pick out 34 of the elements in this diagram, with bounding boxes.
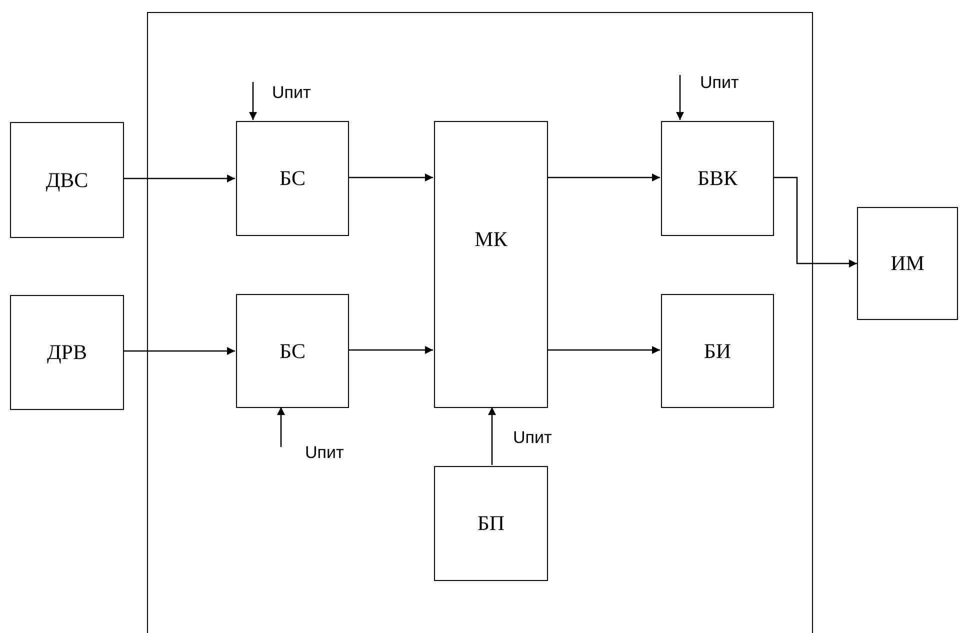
edge-label: Uпит bbox=[513, 429, 552, 446]
arrow bbox=[547, 346, 660, 354]
block-label: БВК bbox=[697, 165, 738, 192]
block-box bbox=[10, 122, 124, 238]
block-box bbox=[236, 121, 349, 236]
edge-label: Uпит bbox=[272, 84, 311, 101]
block-label: МК bbox=[474, 226, 508, 252]
edge-label: Uпит bbox=[305, 444, 344, 461]
block-label: ДРВ bbox=[46, 339, 87, 366]
arrow bbox=[348, 174, 433, 182]
block-box bbox=[857, 207, 958, 320]
block-label: БИ bbox=[704, 338, 732, 364]
block-box bbox=[661, 121, 774, 236]
block-box bbox=[434, 121, 548, 408]
block-box bbox=[236, 294, 349, 408]
block-box bbox=[10, 295, 124, 410]
block-label: ДВС bbox=[46, 166, 88, 194]
arrow bbox=[773, 176, 857, 268]
arrow bbox=[124, 174, 235, 182]
arrow bbox=[547, 174, 660, 182]
block-box bbox=[434, 466, 548, 581]
arrow bbox=[676, 75, 684, 120]
arrow bbox=[277, 407, 285, 447]
block-label: ИМ bbox=[890, 250, 924, 277]
block-label: БС bbox=[280, 165, 306, 192]
edge-label: Uпит bbox=[700, 74, 739, 91]
arrow bbox=[124, 347, 235, 355]
arrow bbox=[348, 346, 433, 354]
block-box bbox=[661, 294, 774, 408]
arrow bbox=[249, 82, 257, 120]
arrow bbox=[488, 407, 496, 465]
block-label: БП bbox=[477, 510, 505, 537]
enclosure-frame bbox=[147, 12, 813, 633]
block-label: БС bbox=[280, 338, 306, 364]
